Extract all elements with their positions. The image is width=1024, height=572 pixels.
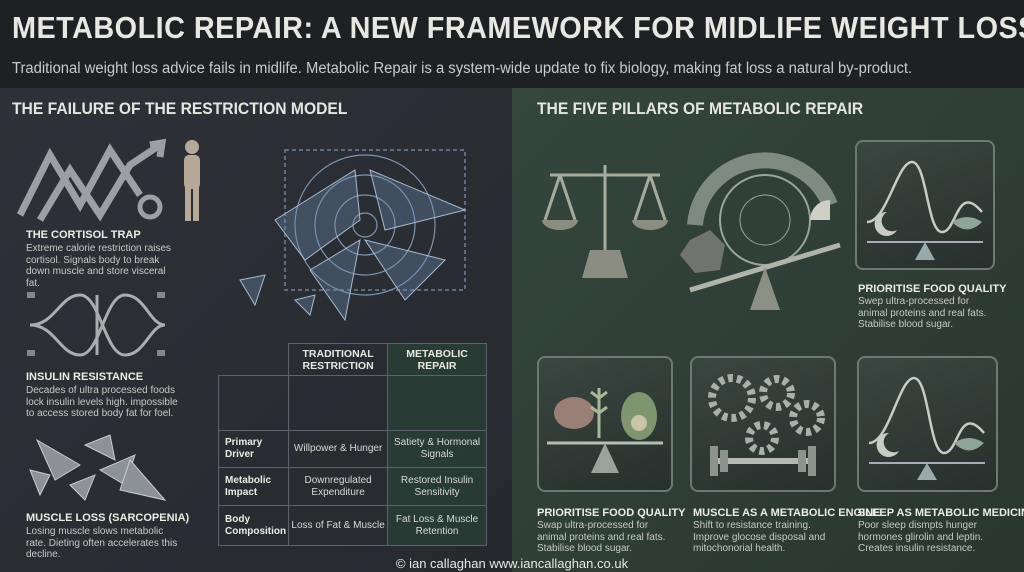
- shards-icon: [29, 434, 167, 501]
- col-traditional: TRADITIONAL RESTRICTION: [288, 343, 389, 376]
- moon-wave-icon: [868, 376, 985, 480]
- gears-dumbbell-icon: [708, 374, 825, 476]
- balance-scale-icon: [542, 165, 668, 278]
- moon-wave-icon: [866, 160, 983, 260]
- left-heading: THE FAILURE OF THE RESTRICTION MODEL: [12, 99, 348, 118]
- food-scale-icon: [547, 388, 663, 473]
- pillar-sleep-title: SLEEP AS METABOLIC MEDICINE: [858, 507, 1024, 519]
- cortisol-desc: Extreme calorie restriction raises corti…: [26, 243, 172, 289]
- wave-icon: [27, 292, 166, 357]
- pillar-muscle-desc: Shift to resistance training. Improve gl…: [693, 520, 826, 554]
- page-subtitle: Traditional weight loss advice fails in …: [12, 60, 913, 77]
- pillar-food-title: PRIORITISE FOOD QUALITY: [537, 507, 686, 519]
- muscle-loss-title: MUSCLE LOSS (SARCOPENIA): [26, 512, 190, 524]
- pillar-muscle-title: MUSCLE AS A METABOLIC ENGINE: [693, 507, 881, 519]
- food-quality-top-card: [855, 140, 995, 270]
- pillar-card-muscle: [690, 356, 836, 492]
- muscle-loss-desc: Losing muscle slows metabolic rate. Diet…: [26, 526, 178, 560]
- right-heading: THE FIVE PILLARS OF METABOLIC REPAIR: [537, 99, 864, 118]
- cortisol-title: THE CORTISOL TRAP: [26, 229, 141, 241]
- footer-credit: © ian callaghan www.iancallaghan.co.uk: [395, 556, 629, 571]
- shattered-target-icon: [239, 149, 467, 322]
- pillar-card-sleep: [857, 356, 998, 492]
- top-card-title: PRIORITISE FOOD QUALITY: [858, 283, 1007, 295]
- col-repair: METABOLIC REPAIR: [387, 343, 487, 376]
- pillar-food-desc: Swap ultra-processed for animal proteins…: [537, 520, 666, 554]
- header-band: [0, 0, 1024, 88]
- gauge-seesaw-icon: [680, 152, 841, 310]
- insulin-title: INSULIN RESISTANCE: [26, 371, 144, 383]
- page-title: METABOLIC REPAIR: A NEW FRAMEWORK FOR MI…: [12, 10, 1024, 45]
- pillar-sleep-desc: Poor sleep dismpts hunger hormones gliro…: [858, 520, 984, 554]
- top-card-desc: Swep ultra-processed for animal proteins…: [858, 296, 987, 330]
- insulin-desc: Decades of ultra processed foods lock in…: [26, 385, 178, 419]
- pillar-card-food: [537, 356, 673, 492]
- zigzag-arrows-icon: [16, 138, 200, 222]
